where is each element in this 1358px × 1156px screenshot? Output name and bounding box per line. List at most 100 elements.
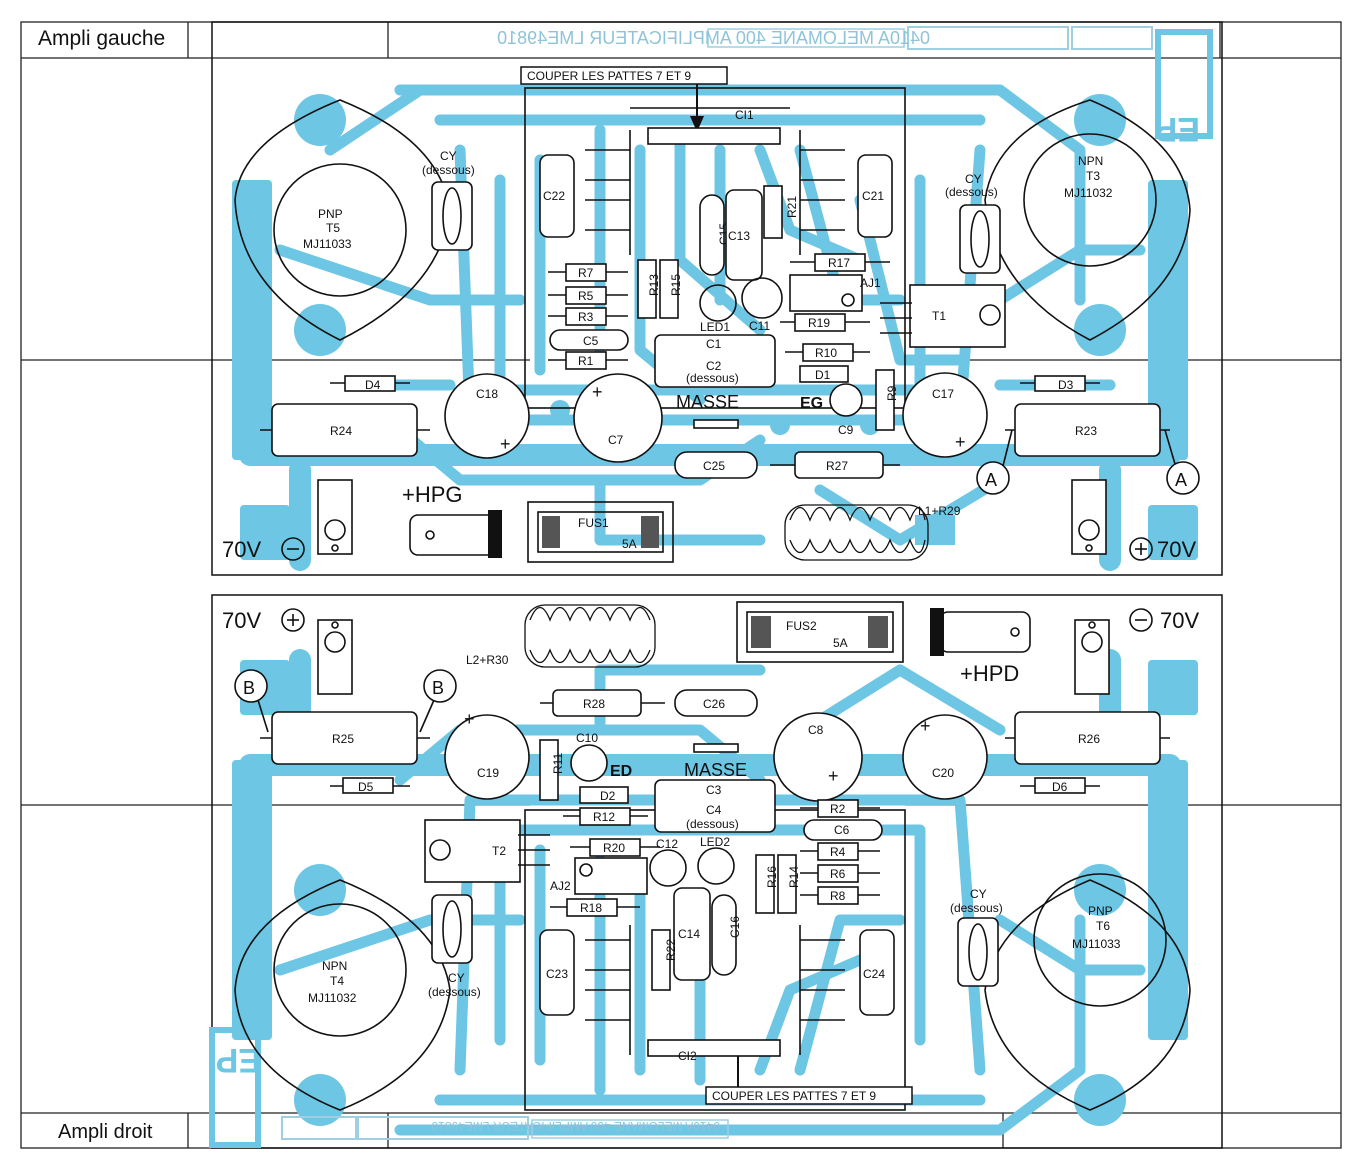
svg-text:CY: CY (970, 887, 987, 901)
bottom-hpd-label: +HPD (960, 661, 1019, 686)
top-res-r17: R17 (790, 253, 890, 272)
svg-text:R18: R18 (580, 901, 602, 915)
bottom-ed-label: ED (610, 763, 632, 780)
bottom-cap-c8: C8+ (773, 712, 863, 802)
top-terminal-hpg (409, 510, 502, 558)
top-cap-c7: C7+ (573, 373, 663, 463)
top-cap-c22: C22 (539, 154, 575, 238)
top-res-r10: R10 (785, 343, 870, 362)
bottom-minus-icon (1129, 608, 1153, 632)
svg-text:A: A (1175, 470, 1187, 490)
top-res-r27: R27 (770, 451, 900, 479)
bottom-header-strip: 0410A MELOMANE 400 AMPLIFICATEUR LME4981… (281, 1116, 729, 1140)
bottom-cap-c12: C12 (649, 837, 687, 887)
panel-label-left-amp: Ampli gauche (38, 27, 166, 50)
svg-text:R28: R28 (583, 697, 605, 711)
top-res-r7: R7 (548, 263, 628, 282)
svg-text:C10: C10 (576, 731, 598, 745)
top-ic-ci1 (647, 127, 781, 145)
svg-text:+: + (828, 766, 839, 786)
bottom-res-r25: R25 (260, 711, 430, 765)
svg-text:R6: R6 (830, 867, 846, 881)
svg-text:C9: C9 (838, 423, 854, 437)
svg-text:C20: C20 (932, 766, 954, 780)
bottom-heatsink (585, 925, 845, 1055)
top-res-r5: R5 (548, 286, 628, 305)
bottom-cap-c20: C20+ (902, 714, 988, 800)
svg-text:R15: R15 (669, 274, 683, 296)
bottom-transistor-left: NPN T4 MJ11032 (234, 879, 451, 1111)
svg-text:MJ11033: MJ11033 (1072, 937, 1121, 951)
bottom-board: EP 0410A MELOMANE 400 AMPLIFICATEUR LME4… (209, 594, 1223, 1149)
top-note: COUPER LES PATTES 7 ET 9 (527, 69, 691, 83)
svg-text:(dessous): (dessous) (686, 371, 739, 385)
top-res-r3: R3 (548, 307, 628, 326)
svg-text:C3: C3 (706, 783, 722, 797)
svg-text:R14: R14 (787, 866, 801, 888)
bottom-res-r11: R11 (539, 739, 565, 801)
bottom-l2-label: L2+R30 (466, 653, 509, 667)
svg-text:R13: R13 (647, 274, 661, 296)
svg-text:C2: C2 (706, 359, 722, 373)
top-cy-left: CY (dessous) (422, 149, 475, 251)
bottom-res-r26: R26 (1005, 711, 1170, 765)
top-header-strip: 0410A MELOMANE 400 AMPLIFICATEUR LME4981… (497, 26, 1213, 148)
top-eg-label: EG (800, 395, 823, 412)
bottom-led2: LED2 (697, 835, 735, 885)
svg-text:R25: R25 (332, 732, 354, 746)
top-logo: EP (1155, 110, 1200, 148)
top-res-r19: R19 (780, 313, 870, 332)
svg-text:R2: R2 (830, 802, 846, 816)
svg-text:C21: C21 (862, 189, 884, 203)
svg-text:CY: CY (448, 971, 465, 985)
svg-text:R24: R24 (330, 424, 352, 438)
svg-text:C4: C4 (706, 803, 722, 817)
svg-text:(dessous): (dessous) (422, 163, 475, 177)
svg-text:PNP: PNP (1088, 904, 1113, 918)
svg-text:T3: T3 (1086, 169, 1100, 183)
top-ic-area (524, 87, 906, 409)
bottom-cap-c14: C14 (673, 887, 711, 981)
bottom-copper (209, 649, 1198, 1148)
svg-text:C5: C5 (583, 334, 599, 348)
bottom-res-r2: R2 (800, 799, 880, 818)
top-minus-icon (281, 537, 305, 561)
svg-text:AJ1: AJ1 (860, 276, 881, 290)
svg-text:T2: T2 (492, 844, 506, 858)
bottom-res-r20: R20 (570, 838, 660, 857)
svg-text:CY: CY (965, 172, 982, 186)
svg-text:R1: R1 (578, 354, 594, 368)
svg-text:R11: R11 (551, 753, 565, 774)
top-cap-c25: C25 (674, 451, 758, 479)
bottom-transistor-right: PNP T6 MJ11033 (984, 873, 1191, 1111)
svg-text:D6: D6 (1052, 780, 1068, 794)
bottom-cap-c10: C10 (570, 731, 608, 782)
svg-text:D3: D3 (1058, 378, 1074, 392)
bottom-res-r12: R12 (563, 807, 648, 826)
svg-text:T4: T4 (330, 974, 344, 988)
top-res-r21: R21 (763, 185, 799, 239)
svg-text:C18: C18 (476, 387, 498, 401)
top-hpg-label: +HPG (402, 482, 463, 507)
svg-text:C6: C6 (834, 823, 850, 837)
svg-text:R7: R7 (578, 266, 594, 280)
bottom-res-r16: R16 (755, 854, 779, 914)
top-cap-c18: C18+ (444, 373, 530, 459)
svg-text:5A: 5A (622, 537, 637, 551)
svg-text:C25: C25 (703, 459, 725, 473)
bottom-cap-c26: C26 (674, 689, 758, 717)
bottom-plus-icon (281, 608, 305, 632)
svg-text:D2: D2 (600, 789, 616, 803)
svg-text:R10: R10 (815, 346, 837, 360)
svg-text:C16: C16 (728, 916, 742, 938)
bottom-note: COUPER LES PATTES 7 ET 9 (712, 1089, 876, 1103)
svg-text:C24: C24 (863, 967, 885, 981)
svg-text:C12: C12 (656, 837, 678, 851)
top-voltage-right: 70V (1157, 537, 1196, 562)
svg-text:B: B (432, 678, 444, 698)
svg-text:C17: C17 (932, 387, 954, 401)
top-point-a-right: A (1164, 429, 1200, 495)
svg-text:C11: C11 (749, 319, 770, 333)
bottom-ic-ci2 (647, 1039, 781, 1057)
svg-text:T1: T1 (932, 309, 946, 323)
